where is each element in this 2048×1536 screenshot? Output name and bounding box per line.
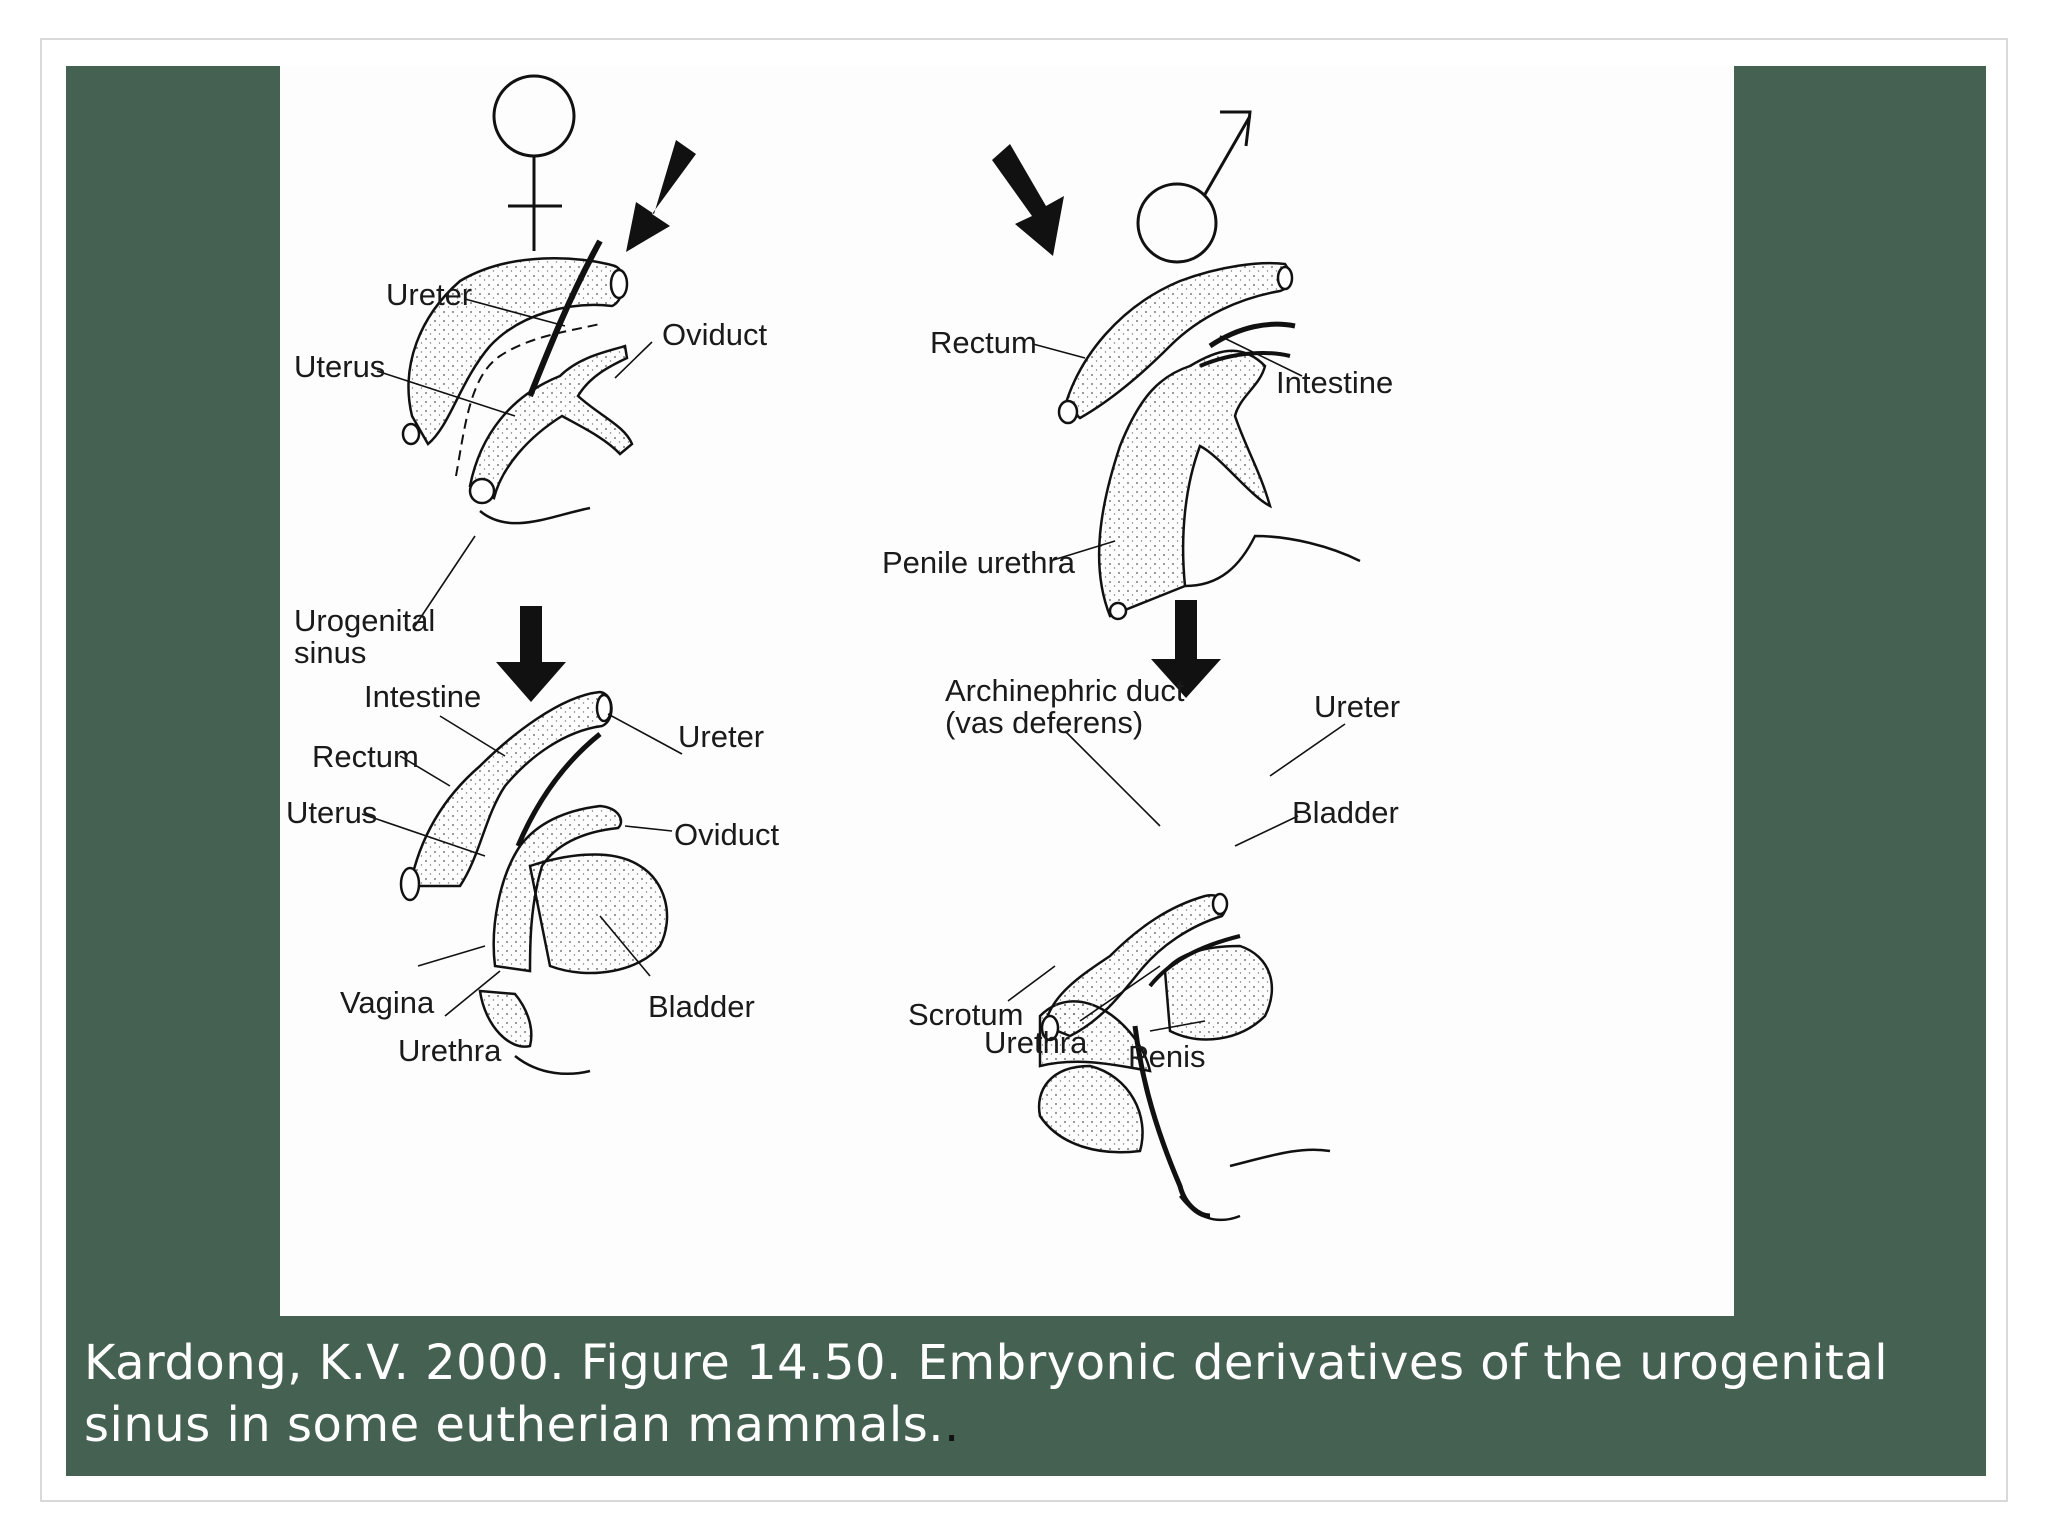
label-vagina: Vagina: [340, 985, 435, 1020]
male-symbol-icon: [1136, 110, 1252, 264]
caption-tail: .: [943, 1397, 960, 1453]
label-scrotum: Scrotum: [908, 997, 1024, 1032]
label-oviduct: Oviduct: [674, 817, 780, 852]
slide: Ureter Oviduct Uterus Urogenital sinus I…: [66, 66, 1986, 1476]
label-ureter: Ureter: [1314, 689, 1401, 724]
label-penis: Penis: [1128, 1039, 1206, 1074]
arrow-icon: [1151, 600, 1221, 698]
female-upper-organs: [401, 239, 634, 525]
male-upper-organs: [1057, 261, 1361, 621]
figure-caption: Kardong, K.V. 2000. Figure 14.50. Embryo…: [84, 1332, 1964, 1456]
male-lower-organs: [1037, 892, 1331, 1222]
arrow-icon: [626, 140, 696, 252]
label-bladder: Bladder: [1292, 795, 1399, 830]
label-ureter: Ureter: [386, 277, 473, 312]
figure-panel: Ureter Oviduct Uterus Urogenital sinus I…: [280, 66, 1734, 1316]
arrow-icon: [992, 144, 1064, 256]
arrow-icon: [496, 606, 566, 702]
label-uterus: Uterus: [286, 795, 378, 830]
leader-lines: [361, 298, 1346, 1032]
label-rectum: Rectum: [312, 739, 419, 774]
label-oviduct: Oviduct: [662, 317, 768, 352]
label-bladder: Bladder: [648, 989, 755, 1024]
label-ureter: Ureter: [678, 719, 765, 754]
caption-text: Kardong, K.V. 2000. Figure 14.50. Embryo…: [84, 1335, 1889, 1453]
label-uterus: Uterus: [294, 349, 386, 384]
label-urogenital-sinus-line2: sinus: [294, 635, 367, 670]
label-urogenital-sinus-line1: Urogenital: [294, 603, 436, 638]
label-archinephric-duct-line1: Archinephric duct: [945, 673, 1185, 708]
female-lower-organs: [399, 690, 669, 1075]
label-intestine: Intestine: [364, 679, 482, 714]
urogenital-diagram: [361, 74, 1361, 1222]
label-archinephric-duct-line2: (vas deferens): [945, 705, 1144, 740]
label-intestine: Intestine: [1276, 365, 1394, 400]
label-urethra: Urethra: [398, 1033, 502, 1068]
label-rectum: Rectum: [930, 325, 1037, 360]
label-penile-urethra: Penile urethra: [882, 545, 1076, 580]
female-symbol-icon: [492, 74, 576, 251]
label-urethra: Urethra: [984, 1025, 1088, 1060]
